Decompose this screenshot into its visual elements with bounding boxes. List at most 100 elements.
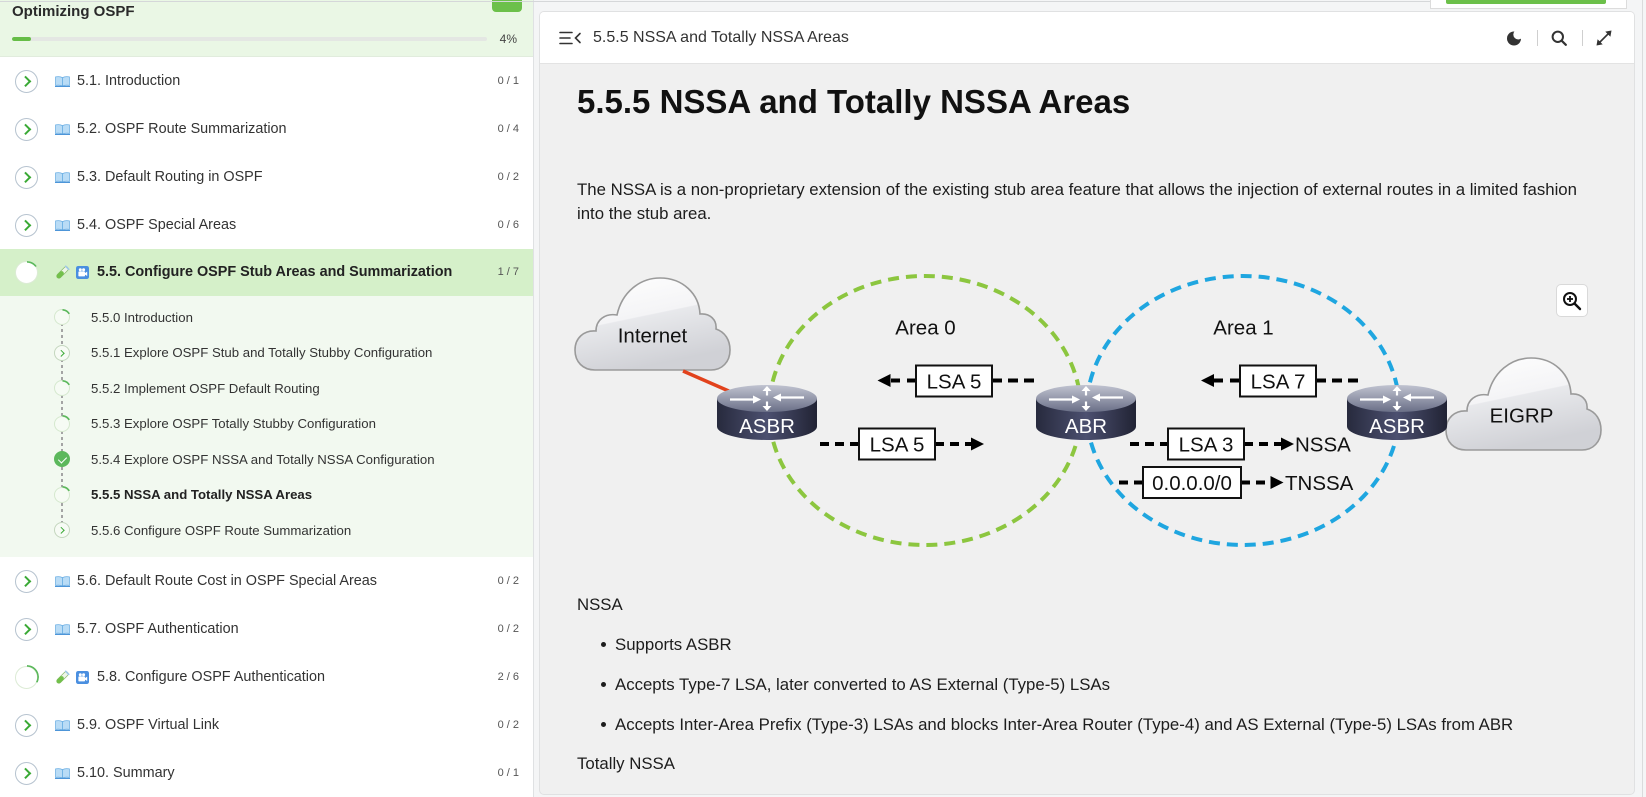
router-arrows-icon [730,386,804,411]
lsa-label: LSA 5 [870,433,925,456]
page-title: 5.5.2 Implement OSPF Default Routing [91,380,320,396]
lsa-label-box [1167,427,1245,461]
module-pages: 5.5.0 Introduction 5.5.1 Explore OSPF St… [0,296,533,557]
chevron-icon[interactable] [15,617,38,641]
module-item[interactable]: 5.8. Configure OSPF Authentication 2 / 6 [0,653,533,701]
list-item: Accepts Type-7 LSA, later converted to A… [577,665,1513,705]
page-item[interactable]: 5.5.3 Explore OSPF Totally Stubby Config… [0,406,533,442]
dark-mode-button[interactable] [1506,30,1522,46]
lab-flask-icon [55,669,70,685]
top-toolbar-tab [1430,0,1627,9]
menu-collapse-icon [559,31,581,45]
chevron-icon[interactable] [15,569,38,593]
list-item: Accepts Inter-Area Prefix (Type-3) LSAs … [577,705,1513,745]
lsa-label-box [915,364,993,398]
module-item[interactable]: 5.3. Default Routing in OSPF 0 / 2 [0,153,533,201]
chevron-icon[interactable] [15,713,38,737]
lab-flask-icon [55,265,70,280]
chevron-icon[interactable] [15,69,38,93]
intro-paragraph: The NSSA is a non-proprietary extension … [577,180,1577,223]
progress-ring-icon [54,415,70,432]
window-edge [1642,0,1643,797]
progress-ring-icon[interactable] [15,665,38,689]
router-asbr-area0: ASBR [717,385,817,440]
area-1-label: Area 1 [1213,317,1273,340]
arrowhead-right [1270,476,1284,489]
progress-ring-icon [54,486,70,503]
router-top [717,385,817,412]
chevron-icon[interactable] [15,213,38,237]
module-item[interactable]: 5.2. OSPF Route Summarization 0 / 4 [0,105,533,153]
arrowhead-left [1201,374,1214,387]
module-item[interactable]: 5.1. Introduction 0 / 1 [0,57,533,105]
module-title: 5.9. OSPF Virtual Link [77,717,220,733]
fullscreen-button[interactable] [1596,30,1612,46]
course-header: Optimizing OSPF 4% [0,0,533,57]
lsa-label: LSA 7 [1251,370,1306,393]
toggle-sidebar-button[interactable] [559,31,582,45]
zoom-in-icon [1563,292,1582,311]
module-item[interactable]: 5.6. Default Route Cost in OSPF Special … [0,557,533,605]
moon-icon [1507,30,1522,46]
flow-default-route-to-tnssa: 0.0.0.0/0 TNSSA [1119,466,1354,499]
chevron-icon[interactable] [15,165,38,189]
area-0-label: Area 0 [895,317,955,340]
arrowhead-left [877,374,891,387]
flow-target-label: TNSSA [1285,472,1354,495]
book-icon [55,576,70,587]
lesson-header-title: 5.5.5 NSSA and Totally NSSA Areas [593,29,849,46]
toolbar-divider [1582,30,1583,46]
nssa-feature-list: Supports ASBR Accepts Type-7 LSA, later … [577,625,1513,745]
lsa-label: 0.0.0.0/0 [1152,472,1232,495]
router-arrows-icon [1360,386,1434,411]
module-item[interactable]: 5.10. Summary 0 / 1 [0,749,533,797]
page-title: 5.5.0 Introduction [91,309,193,325]
eigrp-cloud: EIGRP [1445,357,1602,451]
progress-ring-icon [54,309,70,326]
course-progress-bar [12,37,487,41]
cloud-shape [574,277,731,371]
internet-cloud: Internet [574,277,731,371]
chevron-icon [54,344,70,361]
toolbar-divider [1537,30,1538,46]
progress-ring-icon[interactable] [15,261,38,284]
lsa-label: LSA 5 [927,370,982,393]
page-item[interactable]: 5.5.6 Configure OSPF Route Summarization [0,513,533,549]
list-item: Supports ASBR [577,625,1513,665]
flow-lsa3-to-nssa: LSA 3 NSSA [1130,427,1351,461]
module-title: 5.4. OSPF Special Areas [77,217,237,233]
chevron-icon[interactable] [15,117,38,141]
module-item[interactable]: 5.7. OSPF Authentication 0 / 2 [0,605,533,653]
page-item[interactable]: 5.5.1 Explore OSPF Stub and Totally Stub… [0,335,533,371]
internet-link [682,369,732,394]
module-progress-count: 1 / 7 [497,266,519,278]
page-item[interactable]: 5.5.2 Implement OSPF Default Routing [0,371,533,407]
module-progress-count: 0 / 2 [497,171,519,183]
module-progress-count: 0 / 2 [497,719,519,731]
lsa-label: LSA 3 [1179,433,1234,456]
search-button[interactable] [1551,30,1567,46]
progress-ring-icon [54,380,70,397]
page-item[interactable]: 5.5.0 Introduction [0,300,533,336]
page-item-current[interactable]: 5.5.5 NSSA and Totally NSSA Areas [0,477,533,513]
page-item[interactable]: 5.5.4 Explore OSPF NSSA and Totally NSSA… [0,442,533,478]
module-item-active[interactable]: 5.5. Configure OSPF Stub Areas and Summa… [0,249,533,296]
chevron-icon [54,522,70,539]
router-label: ASBR [1369,415,1425,438]
module-progress-count: 0 / 2 [497,575,519,587]
page-title: 5.5.1 Explore OSPF Stub and Totally Stub… [91,345,433,360]
chevron-icon[interactable] [15,761,38,785]
router-top [1347,385,1447,412]
flow-lsa5-westbound: LSA 5 [877,364,1040,398]
module-progress-count: 0 / 1 [497,75,519,87]
module-item[interactable]: 5.4. OSPF Special Areas 0 / 6 [0,201,533,249]
sidebar-action-button[interactable] [492,0,522,12]
internet-cloud-label: Internet [618,324,688,347]
book-icon [55,172,70,183]
module-title: 5.6. Default Route Cost in OSPF Special … [77,573,377,589]
toolbar-primary-button[interactable] [1446,0,1606,4]
enlarge-image-button[interactable] [1556,284,1588,317]
module-item[interactable]: 5.9. OSPF Virtual Link 0 / 2 [0,701,533,749]
book-icon [55,768,70,779]
